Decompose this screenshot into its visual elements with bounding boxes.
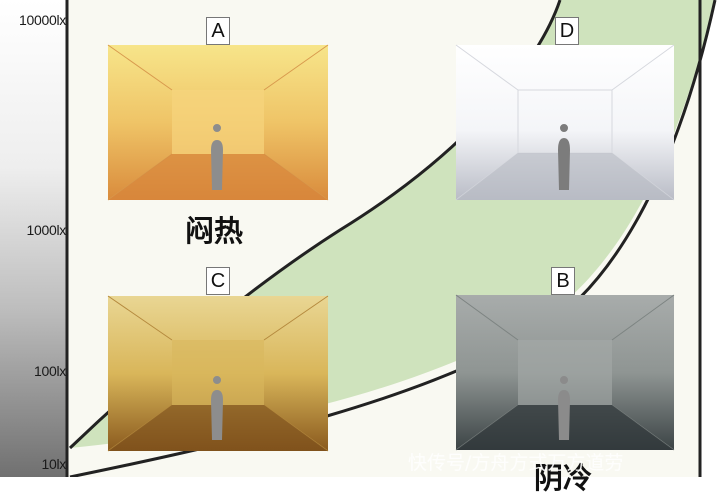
lux-label-10: 10lx [41,456,67,472]
lux-label-10000: 10000lx [19,12,66,28]
room-d-label: D [555,17,579,45]
right-margin [700,0,722,477]
room-c-illustration [107,295,329,452]
lux-label-100: 100lx [34,363,66,379]
room-c-label: C [206,267,230,295]
room-b-label: B [551,267,575,295]
room-a-label: A [206,17,230,45]
illuminance-scale [0,0,66,477]
room-a-illustration [107,44,329,201]
watermark: 快传号/方舟方式万方道劳 [408,452,624,474]
diagram-svg [65,0,722,477]
room-a-mood: 闷热 [185,214,244,248]
room-d-illustration [455,44,675,201]
lux-label-1000: 1000lx [26,222,67,238]
room-b-illustration [455,294,675,451]
